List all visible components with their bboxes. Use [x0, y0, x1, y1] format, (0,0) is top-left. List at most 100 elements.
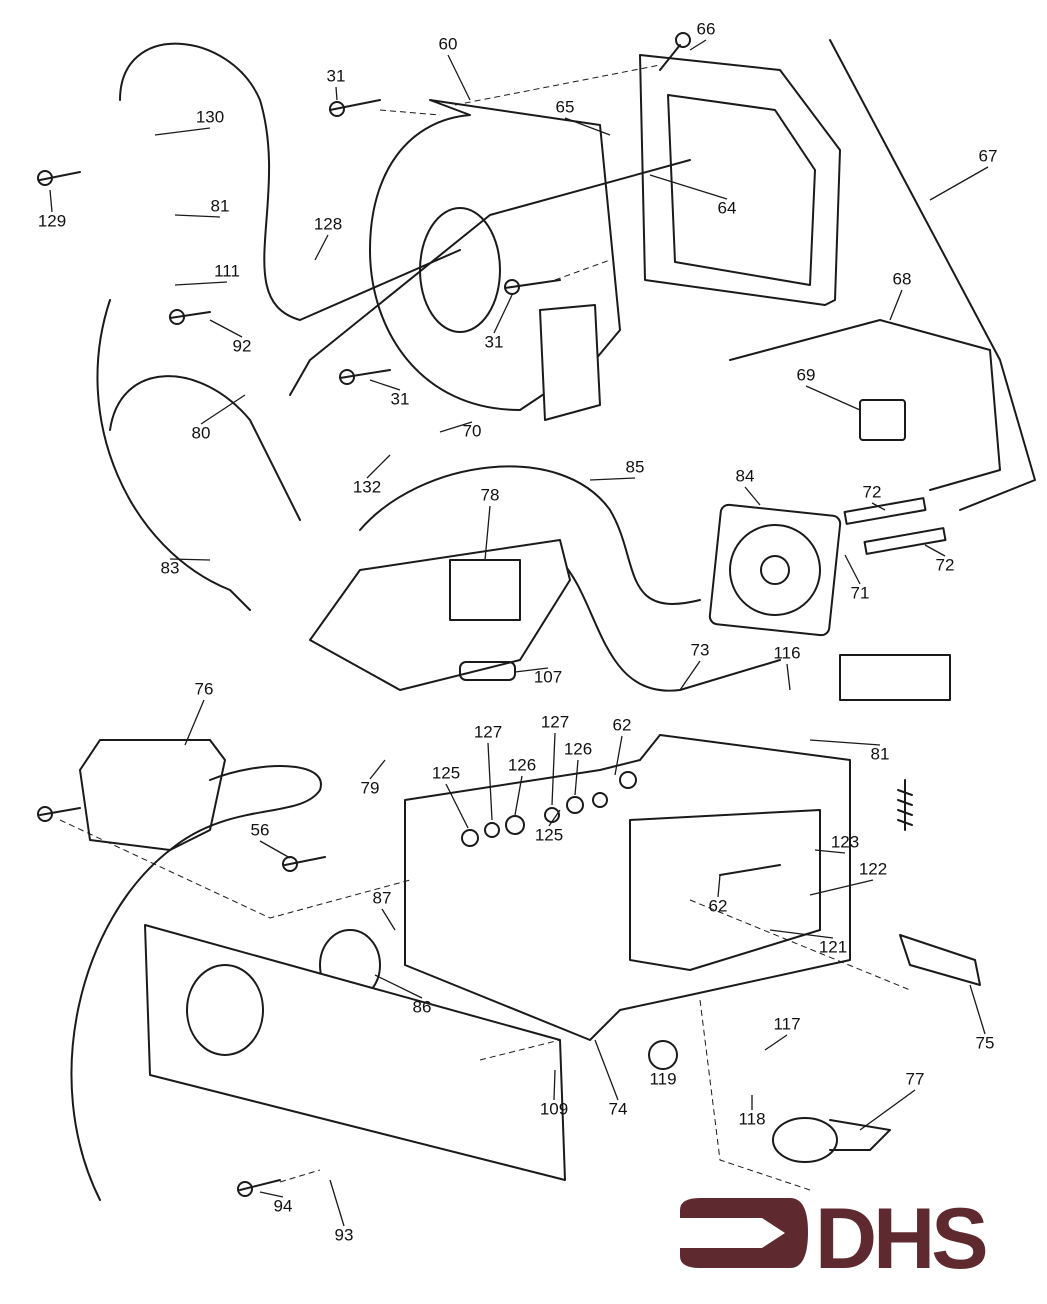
- leader-lines: [49, 39, 989, 1227]
- bracket-77: [829, 1119, 891, 1151]
- leader-line: [439, 421, 473, 433]
- leader-line: [551, 732, 556, 806]
- part-number-label: 132: [353, 477, 381, 496]
- leader-line: [314, 234, 329, 261]
- leader-line: [769, 929, 834, 939]
- grommet-119: [648, 1040, 678, 1070]
- part-number-label: 87: [373, 888, 392, 907]
- part-number-label: 126: [564, 739, 592, 758]
- rod-64: [289, 159, 691, 396]
- part-number-label: 86: [413, 997, 432, 1016]
- part-number-label: 80: [192, 423, 211, 442]
- leader-line: [564, 117, 611, 136]
- part-number-label: 66: [697, 19, 716, 38]
- pcb-78: [309, 539, 571, 691]
- part-number-label: 69: [797, 365, 816, 384]
- leader-line: [859, 1089, 916, 1131]
- leader-line: [335, 86, 338, 101]
- part-number-label: 85: [626, 457, 645, 476]
- leader-line: [844, 554, 861, 585]
- part-number-label: 72: [936, 555, 955, 574]
- leader-line: [369, 379, 401, 391]
- part-number-label: 76: [195, 679, 214, 698]
- leader-line: [929, 166, 989, 201]
- leader-line: [764, 1034, 788, 1051]
- part-number-label: 83: [161, 558, 180, 577]
- alignment-lines: [59, 64, 911, 1191]
- leader-line: [553, 1069, 556, 1101]
- part-number-label: 123: [831, 832, 859, 851]
- back-plate: [639, 54, 841, 306]
- chassis-inner: [629, 809, 821, 971]
- leader-line: [514, 667, 549, 673]
- part-number-label: 75: [976, 1033, 995, 1052]
- part-number-label: 127: [541, 712, 569, 731]
- part-number-label: 71: [851, 583, 870, 602]
- leader-line: [786, 663, 791, 691]
- leader-line: [366, 454, 391, 479]
- leader-line: [329, 1179, 345, 1227]
- part-number-label: 92: [233, 336, 252, 355]
- leader-line: [445, 783, 469, 829]
- part-number-label: 107: [534, 667, 562, 686]
- leader-line: [174, 281, 228, 286]
- part-number-label: 73: [691, 640, 710, 659]
- cable-85: [359, 465, 701, 605]
- part-number-label: 121: [819, 937, 847, 956]
- screws: [37, 32, 781, 1197]
- leader-line: [184, 699, 205, 746]
- leader-line: [717, 874, 721, 898]
- leader-line: [809, 879, 874, 896]
- part-number-label: 119: [649, 1069, 676, 1088]
- leader-line: [689, 39, 707, 51]
- part-number-label: 65: [556, 97, 575, 116]
- leader-line: [809, 739, 881, 746]
- part-number-label: 126: [508, 755, 536, 774]
- part-number-label: 111: [214, 261, 240, 280]
- logo-arrow-icon: [680, 1198, 808, 1268]
- part-number-label: 129: [38, 211, 66, 230]
- part-number-label: 60: [439, 34, 458, 53]
- front-panel-93: [144, 924, 566, 1181]
- tube-72a: [843, 497, 927, 525]
- part-number-label: 74: [609, 1099, 628, 1118]
- logo-text: DHS: [815, 1191, 985, 1287]
- fan-hub: [729, 524, 821, 616]
- part-number-label: 68: [893, 269, 912, 288]
- part-number-label: 31: [391, 389, 410, 408]
- leader-line: [744, 486, 761, 506]
- leader-line: [381, 908, 396, 931]
- wire-73: [559, 559, 781, 692]
- part-number-label: 67: [979, 146, 998, 165]
- leader-line: [484, 505, 491, 561]
- part-number-label: 31: [485, 332, 504, 351]
- leader-line: [369, 759, 386, 780]
- leader-line: [889, 289, 903, 321]
- part-number-label: 31: [327, 66, 346, 85]
- bracket-75: [899, 934, 981, 986]
- leader-line: [574, 759, 579, 796]
- thermostat-76: [79, 739, 226, 851]
- transformer-78: [449, 559, 521, 621]
- leader-line: [548, 809, 561, 827]
- wire-130: [119, 42, 461, 321]
- leader-line: [487, 742, 493, 821]
- part-number-label: 62: [709, 896, 728, 915]
- leader-line: [969, 984, 986, 1035]
- part-number-label: 109: [540, 1099, 568, 1118]
- fan-84: [708, 503, 842, 637]
- leader-line: [209, 319, 243, 338]
- part-number-label: 81: [211, 196, 230, 215]
- part-number-label: 118: [738, 1109, 765, 1128]
- terminal-block: [839, 654, 951, 701]
- leader-line: [259, 840, 291, 859]
- fan-center: [760, 555, 790, 585]
- part-number-label: 117: [773, 1014, 800, 1033]
- part-number-label: 125: [535, 825, 563, 844]
- cable-80: [109, 375, 301, 521]
- leader-line: [679, 660, 701, 691]
- dhs-logo: DHS: [680, 1191, 989, 1287]
- panel-hole: [186, 964, 264, 1056]
- part-number-label: 94: [274, 1196, 293, 1215]
- capillary-76: [70, 765, 322, 1201]
